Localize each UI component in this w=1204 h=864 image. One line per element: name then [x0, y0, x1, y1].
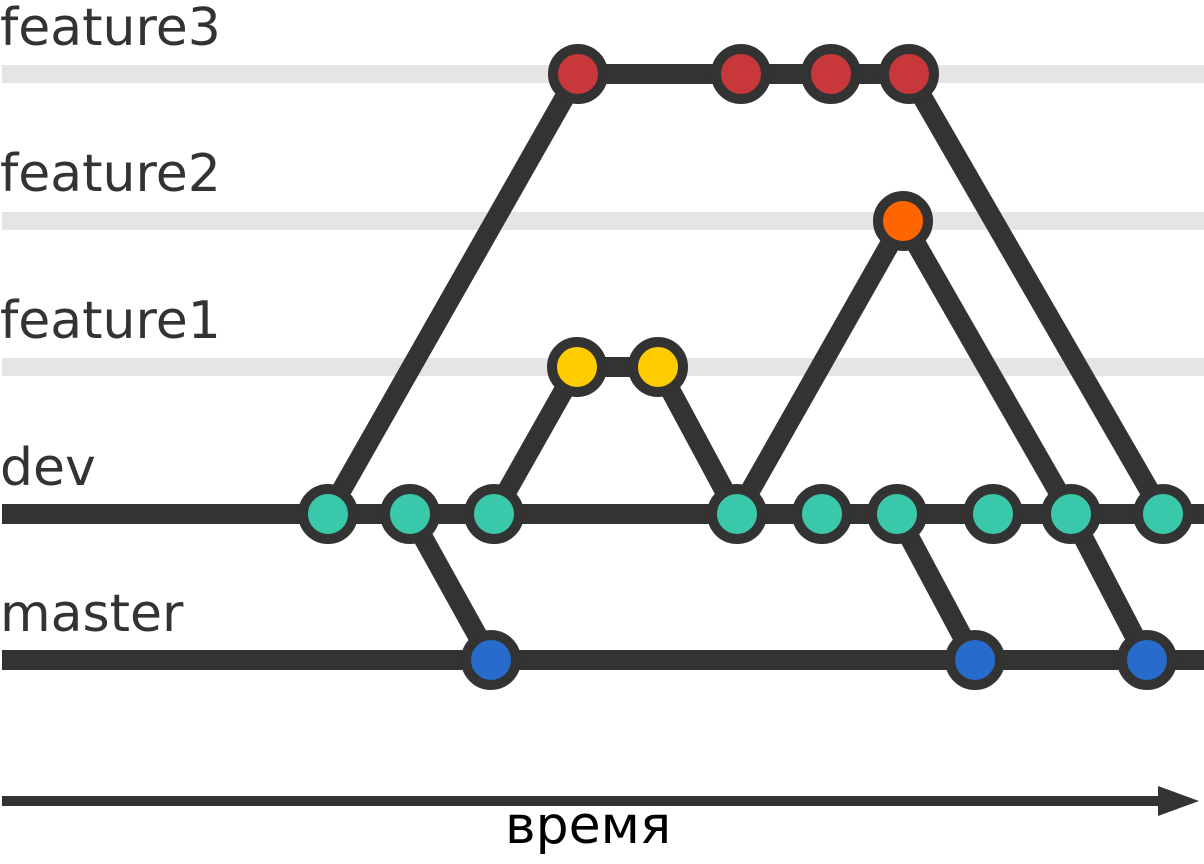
commit-node-feature3: [711, 44, 771, 104]
branch-label-dev: dev: [0, 438, 96, 498]
commit-node-feature3: [879, 44, 939, 104]
commit-node-master: [461, 630, 521, 690]
branch-label-feature1: feature1: [0, 291, 221, 351]
commit-node-dev: [867, 484, 927, 544]
commit-node-dev: [464, 484, 524, 544]
commit-node-feature3: [548, 44, 608, 104]
merge-connector: [319, 69, 587, 519]
time-axis-label: время: [505, 796, 672, 856]
commit-node-feature1: [628, 337, 688, 397]
commit-node-master: [1117, 630, 1177, 690]
commit-node-feature2: [873, 191, 933, 251]
branch-label-master: master: [0, 584, 184, 644]
merge-connector: [900, 69, 1172, 519]
merge-connector: [894, 216, 1080, 519]
branch-label-feature3: feature3: [0, 0, 221, 58]
commit-node-dev: [792, 484, 852, 544]
commit-node-dev: [1133, 484, 1193, 544]
branch-label-feature2: feature2: [0, 144, 221, 204]
track-feature2: [2, 212, 1204, 230]
commit-node-dev: [1041, 484, 1101, 544]
commit-node-dev: [963, 484, 1023, 544]
arrow-head-icon: [1158, 786, 1199, 816]
commit-node-dev: [707, 484, 767, 544]
commit-node-dev: [380, 484, 440, 544]
commit-node-master: [945, 630, 1005, 690]
commit-node-feature3: [801, 44, 861, 104]
commit-node-feature1: [547, 337, 607, 397]
commit-node-dev: [298, 484, 358, 544]
merge-connector: [728, 216, 912, 519]
